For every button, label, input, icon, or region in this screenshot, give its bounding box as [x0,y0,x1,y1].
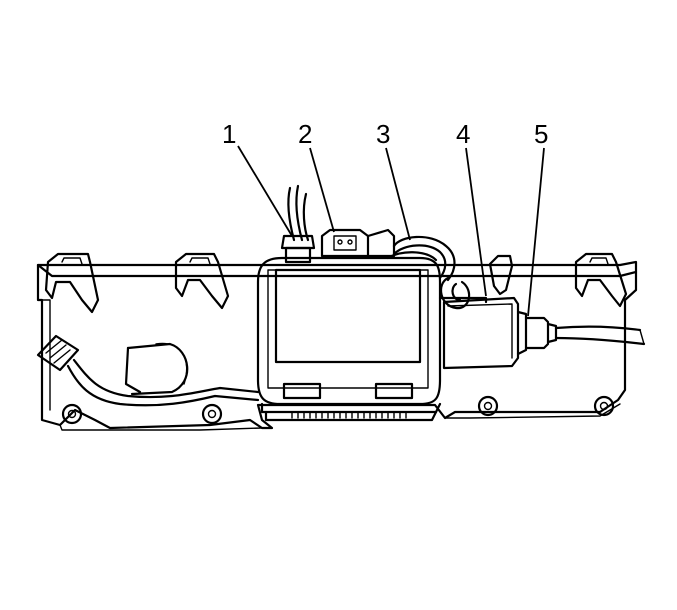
leader-1 [237,145,293,237]
module-vent-slots [291,411,407,419]
callout-leaders [237,145,545,317]
rail-clip-middle [174,252,230,310]
callout-2-label: 2 [298,119,312,149]
component-1-connector [280,184,316,264]
rail-clip-left [44,252,100,314]
callout-1-label: 1 [222,119,236,149]
component-2-block [320,228,396,258]
rail-clip-right [574,252,628,308]
mounting-holes [61,395,615,425]
leader-2 [309,147,335,233]
central-module [256,256,442,422]
leader-4 [465,147,487,297]
component-4-connector [438,276,528,370]
rail-clip-small [488,254,514,296]
component-5-terminal [524,316,646,350]
callout-labels: 1 2 3 4 5 [222,119,548,149]
callout-4-label: 4 [456,119,470,149]
callout-3-label: 3 [376,119,390,149]
component-3-harness [386,235,456,282]
leader-3 [385,147,411,241]
left-harness-connector [36,334,260,407]
callout-5-label: 5 [534,119,548,149]
leader-5 [527,147,545,317]
mounting-bracket [36,260,638,431]
